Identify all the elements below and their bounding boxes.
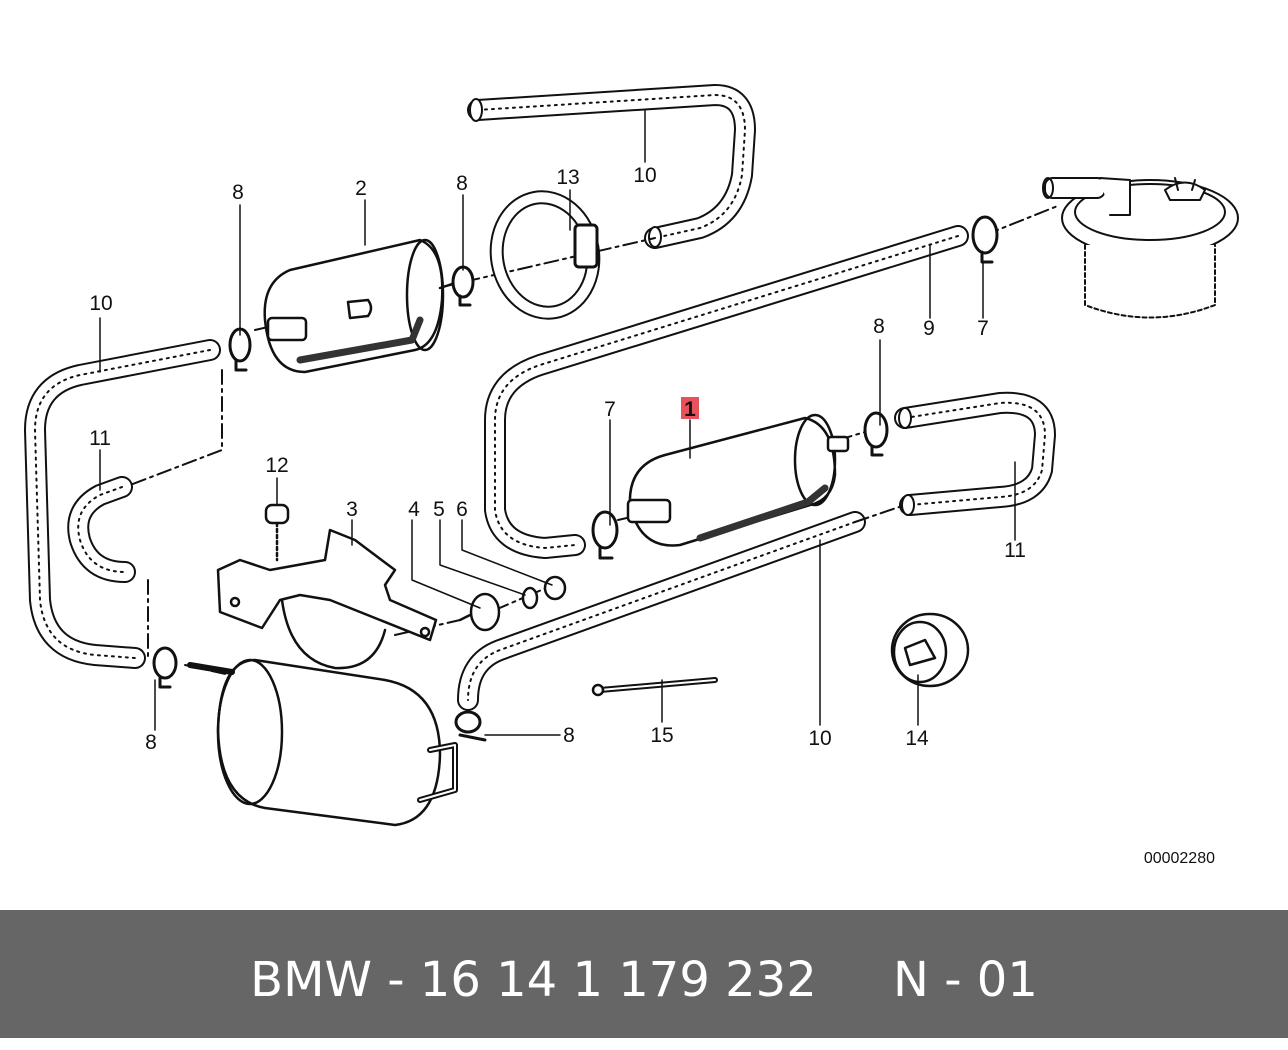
hose-11-right xyxy=(894,391,1056,516)
callout-7-pump: 7 xyxy=(604,398,616,421)
callout-14: 14 xyxy=(905,727,929,750)
callout-1-highlight xyxy=(681,397,699,419)
callout-13: 13 xyxy=(556,166,579,189)
clamp-8-bottom-left xyxy=(152,646,178,689)
nut-6 xyxy=(543,575,567,601)
hose-11-left xyxy=(67,476,136,583)
hose-9 xyxy=(484,225,969,559)
callout-11-left: 11 xyxy=(89,427,111,450)
callout-11-right: 11 xyxy=(1004,539,1026,562)
callout-8-left: 8 xyxy=(232,181,244,204)
part-number-text: BMW - 16 14 1 179 232 N - 01 xyxy=(250,952,1038,1008)
callout-1: 1 xyxy=(684,398,696,421)
fuel-pump-1 xyxy=(626,413,850,547)
pressure-accumulator xyxy=(187,658,458,827)
callout-8-bottom: 8 xyxy=(563,724,575,747)
band-clamp-13 xyxy=(489,190,601,320)
callout-5: 5 xyxy=(433,498,445,521)
rubber-mount-4 xyxy=(458,592,501,632)
fuel-system-exploded-diagram: 1 2 3 4 5 6 7 7 8 8 8 8 8 9 10 10 10 11 … xyxy=(24,84,1239,867)
callout-15: 15 xyxy=(650,724,673,747)
leader-lines xyxy=(99,109,1016,736)
callout-2: 2 xyxy=(355,177,367,200)
washer-5 xyxy=(521,586,539,610)
callout-9: 9 xyxy=(923,317,935,340)
clamp-8-pump xyxy=(863,411,889,457)
callout-4: 4 xyxy=(408,498,420,521)
callout-8-pump: 8 xyxy=(873,315,885,338)
callout-8-bottom-left: 8 xyxy=(145,731,157,754)
hose-10-left xyxy=(24,339,221,669)
callout-3: 3 xyxy=(346,498,358,521)
callout-10-lower: 10 xyxy=(808,727,831,750)
fuel-filter-2 xyxy=(263,238,460,374)
callout-labels: 1 2 3 4 5 6 7 7 8 8 8 8 8 9 10 10 10 11 … xyxy=(89,164,1215,867)
hose-10-lower xyxy=(457,511,866,711)
bracket-3 xyxy=(216,528,438,670)
fuel-line-15 xyxy=(591,677,718,697)
callout-7-tank: 7 xyxy=(977,317,989,340)
clamp-8-bottom xyxy=(454,710,487,742)
clamp-7-tank xyxy=(971,215,999,264)
tank-sender-unit xyxy=(1042,177,1239,319)
part-number-footer: BMW - 16 14 1 179 232 N - 01 xyxy=(0,910,1288,1038)
callout-10-top: 10 xyxy=(633,164,656,187)
callout-12: 12 xyxy=(265,454,288,477)
callout-6: 6 xyxy=(456,498,468,521)
hose-10-top xyxy=(467,84,756,249)
clamp-8-filter xyxy=(451,265,475,307)
clamp-7-pump xyxy=(591,510,619,560)
grommet-14 xyxy=(890,612,970,688)
diagram-reference-number: 00002280 xyxy=(1144,850,1215,867)
callout-10-left: 10 xyxy=(89,292,112,315)
callout-8-filter: 8 xyxy=(456,172,468,195)
screw-12 xyxy=(264,503,290,562)
